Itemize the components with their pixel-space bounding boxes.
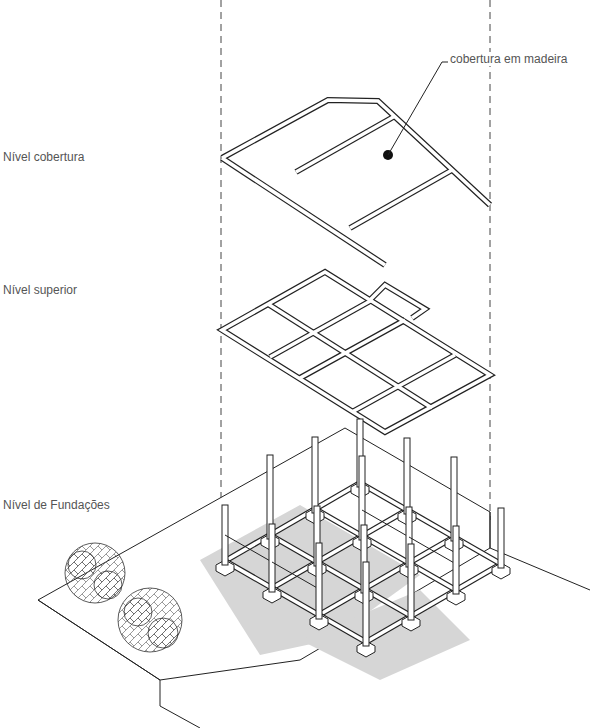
shadow [200, 505, 470, 680]
brace [272, 562, 319, 589]
level-label: Nível cobertura [2, 150, 85, 164]
footing [216, 565, 234, 576]
post [316, 543, 322, 619]
level-label: Nível superior [2, 283, 78, 297]
post [363, 562, 369, 646]
floor-frame [222, 272, 490, 432]
brace [225, 535, 272, 562]
footing [447, 594, 465, 605]
post [453, 526, 459, 594]
footing [402, 620, 420, 631]
roof-frame [222, 100, 490, 265]
footing [357, 646, 375, 657]
level-label: Nível de Fundações [2, 498, 111, 512]
post [269, 524, 275, 592]
footing [263, 592, 281, 603]
footing [492, 568, 510, 579]
callout-label: cobertura em madeira [449, 52, 568, 66]
foundation-structure [216, 419, 510, 657]
ground-slab [38, 428, 590, 728]
footing [310, 619, 328, 630]
post [312, 437, 318, 513]
post [404, 438, 410, 514]
post [408, 544, 414, 620]
post [498, 508, 504, 568]
leader-line [388, 62, 448, 155]
brace [409, 537, 456, 564]
tree [65, 543, 182, 652]
brace [362, 510, 409, 537]
